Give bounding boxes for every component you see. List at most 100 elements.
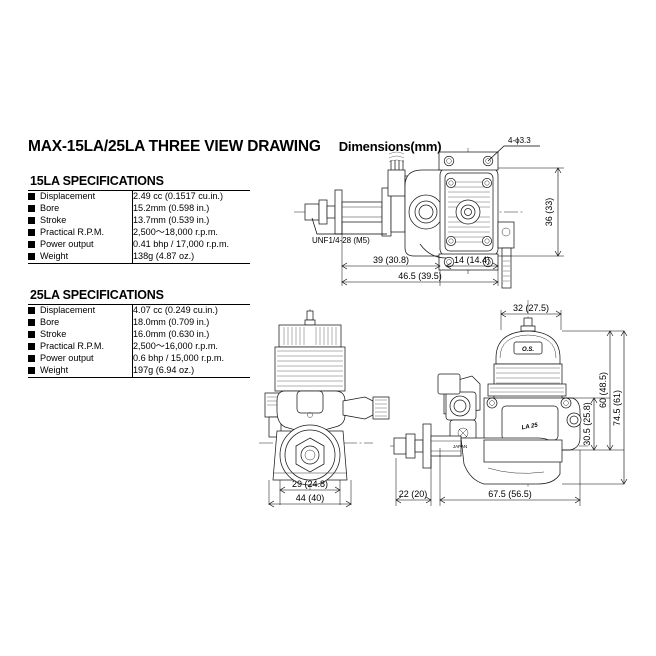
- callout-thread-text: UNF1/4-28 (M5): [312, 236, 370, 245]
- dim-side-total-text: 46.5 (39.5): [398, 271, 442, 281]
- origin-mark: JAPAN: [453, 444, 467, 449]
- spec-value-text: 18.0mm (0.709 in.): [133, 317, 210, 328]
- callout-mounting-holes: 4-ϕ3.3: [487, 136, 540, 162]
- spec-label-cell: Power output: [28, 352, 133, 365]
- bullet-square-icon: [28, 342, 35, 350]
- spec-value-cell: 197g (6.94 oz.): [132, 364, 250, 378]
- bullet-square-icon: [28, 228, 35, 236]
- callout-shaft-thread: UNF1/4-28 (M5): [311, 217, 387, 245]
- head-screws: [446, 178, 492, 246]
- spec-value-text: 2.49 cc (0.1517 cu.in.): [133, 191, 223, 202]
- spec-value-text: 2,500～18,000 r.p.m.: [133, 226, 218, 237]
- spec-label-cell: Displacement: [28, 303, 133, 317]
- spec-value-cell: 0.6 bhp / 15,000 r.p.m.: [133, 353, 251, 365]
- spec-row: Displacement 2.49 cc (0.1517 cu.in.): [28, 189, 250, 203]
- front-crankcase: LA 25: [483, 397, 582, 451]
- dim-rear: 29 (24.8) 44 (40): [268, 479, 352, 508]
- sheet-title-row: MAX-15LA/25LA THREE VIEW DRAWING Dimensi…: [28, 138, 442, 156]
- spec-row: Weight 197g (6.94 oz.): [28, 364, 250, 378]
- spec-value-text: 15.2mm (0.598 in.): [133, 203, 210, 214]
- dim-front-top-text: 32 (27.5): [513, 303, 549, 313]
- front-lower-case: JAPAN: [453, 437, 563, 485]
- spec-label-text: Displacement: [40, 191, 96, 202]
- rear-crankcase: [276, 390, 346, 432]
- spec-label-text: Weight: [40, 364, 69, 375]
- spec-label-cell: Weight: [28, 364, 133, 378]
- bullet-square-icon: [28, 240, 35, 248]
- dim-front-shaft-text: 22 (20): [399, 489, 428, 499]
- dim-side-height-text: 36 (33): [544, 198, 554, 227]
- spec-block-25la: 25LA SPECIFICATIONS Displacement 4.07 cc …: [28, 288, 250, 378]
- spec-label-text: Bore: [40, 317, 60, 328]
- front-carburettor: [437, 373, 481, 447]
- front-crankshaft: [393, 423, 462, 469]
- bullet-square-icon: [28, 366, 35, 374]
- bullet-square-icon: [28, 217, 35, 225]
- spec-label-cell: Practical R.P.M.: [28, 340, 133, 353]
- callout-holes-text: 4-ϕ3.3: [508, 136, 531, 145]
- spec-value-text: 138g (4.87 oz.): [133, 250, 195, 261]
- spec-value-cell: 138g (4.87 oz.): [132, 250, 250, 264]
- rear-cylinder-head: [274, 310, 346, 392]
- spec-label-text: Practical R.P.M.: [40, 226, 105, 237]
- spec-label-cell: Stroke: [28, 328, 133, 341]
- spec-label-cell: Bore: [28, 202, 133, 215]
- spec-label-cell: Practical R.P.M.: [28, 226, 133, 239]
- bullet-square-icon: [28, 354, 35, 362]
- spec-table-25la: Displacement 4.07 cc (0.249 cu.in.) Bore 18…: [28, 303, 251, 378]
- spec-row: Weight 138g (4.87 oz.): [28, 250, 250, 264]
- bullet-square-icon: [28, 319, 35, 327]
- front-head-cover: O.S.: [495, 330, 561, 365]
- spec-value-cell: 2,500～18,000 r.p.m.: [133, 227, 251, 239]
- rear-view-drawing: 29 (24.8) 44 (40): [255, 305, 415, 510]
- dim-rear-inner-text: 29 (24.8): [292, 479, 328, 489]
- spec-label-cell: Bore: [28, 316, 133, 329]
- bullet-square-icon: [28, 193, 35, 201]
- spec-value-text: 2,500～16,000 r.p.m.: [133, 340, 218, 351]
- dim-front-body-text: 67.5 (56.5): [488, 489, 532, 499]
- spec-value-cell: 16.0mm (0.630 in.): [133, 329, 251, 341]
- spec-value-text: 0.41 bhp / 17,000 r.p.m.: [133, 238, 230, 249]
- spec-label-text: Stroke: [40, 215, 67, 226]
- dim-side-a-text: 39 (30.8): [373, 255, 409, 265]
- spec-value-cell: 18.0mm (0.709 in.): [133, 317, 251, 329]
- spec-label-cell: Displacement: [28, 189, 133, 203]
- bullet-square-icon: [28, 307, 35, 315]
- spec-row: Stroke 16.0mm (0.630 in.): [28, 328, 251, 341]
- spec-row: Power output 0.41 bhp / 17,000 r.p.m.: [28, 238, 251, 251]
- spec-value-cell: 2.49 cc (0.1517 cu.in.): [132, 189, 250, 203]
- spec-label-text: Displacement: [40, 305, 96, 316]
- spec-row: Bore 18.0mm (0.709 in.): [28, 316, 251, 329]
- spec-label-cell: Weight: [28, 250, 133, 264]
- dim-rear-outer-text: 44 (40): [296, 493, 325, 503]
- front-glow-plug: [520, 317, 536, 332]
- spec-value-cell: 0.41 bhp / 17,000 r.p.m.: [133, 239, 251, 251]
- dim-front-h3-text: 74.5 (61): [612, 390, 622, 426]
- model-mark: LA 25: [521, 423, 539, 432]
- spec-value-cell: 15.2mm (0.598 in.): [133, 203, 251, 215]
- spec-value-text: 0.6 bhp / 15,000 r.p.m.: [133, 352, 224, 363]
- spec-value-cell: 2,500～16,000 r.p.m.: [133, 341, 251, 353]
- spec-label-text: Stroke: [40, 329, 67, 340]
- spec-value-text: 4.07 cc (0.249 cu.in.): [133, 305, 218, 316]
- spec-value-cell: 4.07 cc (0.249 cu.in.): [132, 303, 250, 317]
- spec-label-cell: Power output: [28, 238, 133, 251]
- bullet-square-icon: [28, 205, 35, 213]
- spec-value-cell: 13.7mm (0.539 in.): [133, 215, 251, 227]
- spec-label-text: Power output: [40, 238, 94, 249]
- brand-mark: O.S.: [522, 347, 534, 353]
- dim-front-h1-text: 30.5 (25.8): [582, 402, 592, 446]
- side-view-drawing: 4-ϕ3.3 UNF1/4-28 (M5) 36 (33): [292, 136, 592, 305]
- spec-row: Stroke 13.7mm (0.539 in.): [28, 214, 251, 227]
- spec-heading-25la: 25LA SPECIFICATIONS: [30, 288, 164, 302]
- spec-value-text: 197g (6.94 oz.): [133, 364, 195, 375]
- bullet-square-icon: [28, 331, 35, 339]
- spec-label-text: Weight: [40, 250, 69, 261]
- spec-value-text: 13.7mm (0.539 in.): [133, 215, 210, 226]
- spec-label-text: Practical R.P.M.: [40, 340, 105, 351]
